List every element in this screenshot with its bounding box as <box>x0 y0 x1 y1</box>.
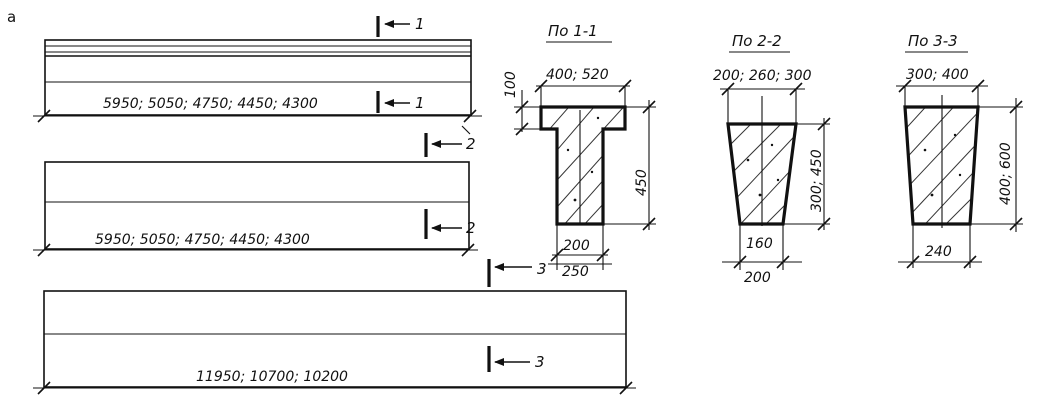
section-1-1-bottom-width: 250 <box>562 264 589 280</box>
section-mark-2-bottom: 2 <box>424 209 476 239</box>
beam-1-elevation: 1 1 5950; 5050; 4750; 4450; 4300 <box>33 15 482 123</box>
svg-text:1: 1 <box>415 94 425 112</box>
svg-text:2: 2 <box>466 219 476 237</box>
beam-3-length-dimension: 11950; 10700; 10200 <box>33 369 636 395</box>
beam-2-length-label: 5950; 5050; 4750; 4450; 4300 <box>95 232 310 248</box>
beam-2-length-dimension: 5950; 5050; 4750; 4450; 4300 <box>33 232 478 257</box>
beam-1-length-label: 5950; 5050; 4750; 4450; 4300 <box>103 96 318 112</box>
beam-3-length-label: 11950; 10700; 10200 <box>196 369 348 385</box>
section-2-2-title: По 2-2 <box>732 32 782 50</box>
svg-text:1: 1 <box>415 15 425 33</box>
section-mark-3-bottom: 3 <box>487 346 545 372</box>
section-2-2-hatch <box>728 124 796 224</box>
svg-text:3: 3 <box>535 353 545 371</box>
section-mark-1-bottom: 1 <box>376 91 425 113</box>
section-1-1-flange-height: 100 <box>503 71 519 98</box>
section-mark-2-top: 2 <box>424 125 476 157</box>
svg-text:3: 3 <box>537 260 547 278</box>
section-3-3-title: По 3-3 <box>908 32 958 50</box>
section-1-1-title: По 1-1 <box>548 22 598 40</box>
section-mark-1-top: 1 <box>376 15 425 37</box>
beam-2-elevation: 2 2 5950; 5050; 4750; 4450; 4300 <box>33 125 478 257</box>
section-2-2: По 2-2 200; 260; 300 300; 450 <box>713 32 831 286</box>
section-2-2-top-width: 200; 260; 300 <box>713 68 812 84</box>
section-1-1-web-width: 200 <box>563 238 590 254</box>
section-3-3-bottom-width: 240 <box>925 244 952 260</box>
section-1-1-height: 450 <box>634 169 650 196</box>
section-2-2-bottom-width-inner: 160 <box>746 236 773 252</box>
section-2-2-height: 300; 450 <box>809 149 825 212</box>
section-mark-3-top: 3 <box>487 259 547 287</box>
beam-1-length-dimension: 5950; 5050; 4750; 4450; 4300 <box>33 96 482 123</box>
beam-3-elevation: 3 3 11950; 10700; 10200 <box>33 259 636 395</box>
section-3-3: По 3-3 300; 400 400; 600 <box>896 32 1023 269</box>
figure-letter: а <box>7 8 16 26</box>
svg-text:2: 2 <box>466 135 476 153</box>
section-1-1-top-width: 400; 520 <box>546 67 609 83</box>
section-1-1: По 1-1 <box>503 22 656 280</box>
section-3-3-top-width: 300; 400 <box>906 67 969 83</box>
section-2-2-bottom-width: 200 <box>744 270 771 286</box>
section-3-3-height: 400; 600 <box>998 142 1014 205</box>
